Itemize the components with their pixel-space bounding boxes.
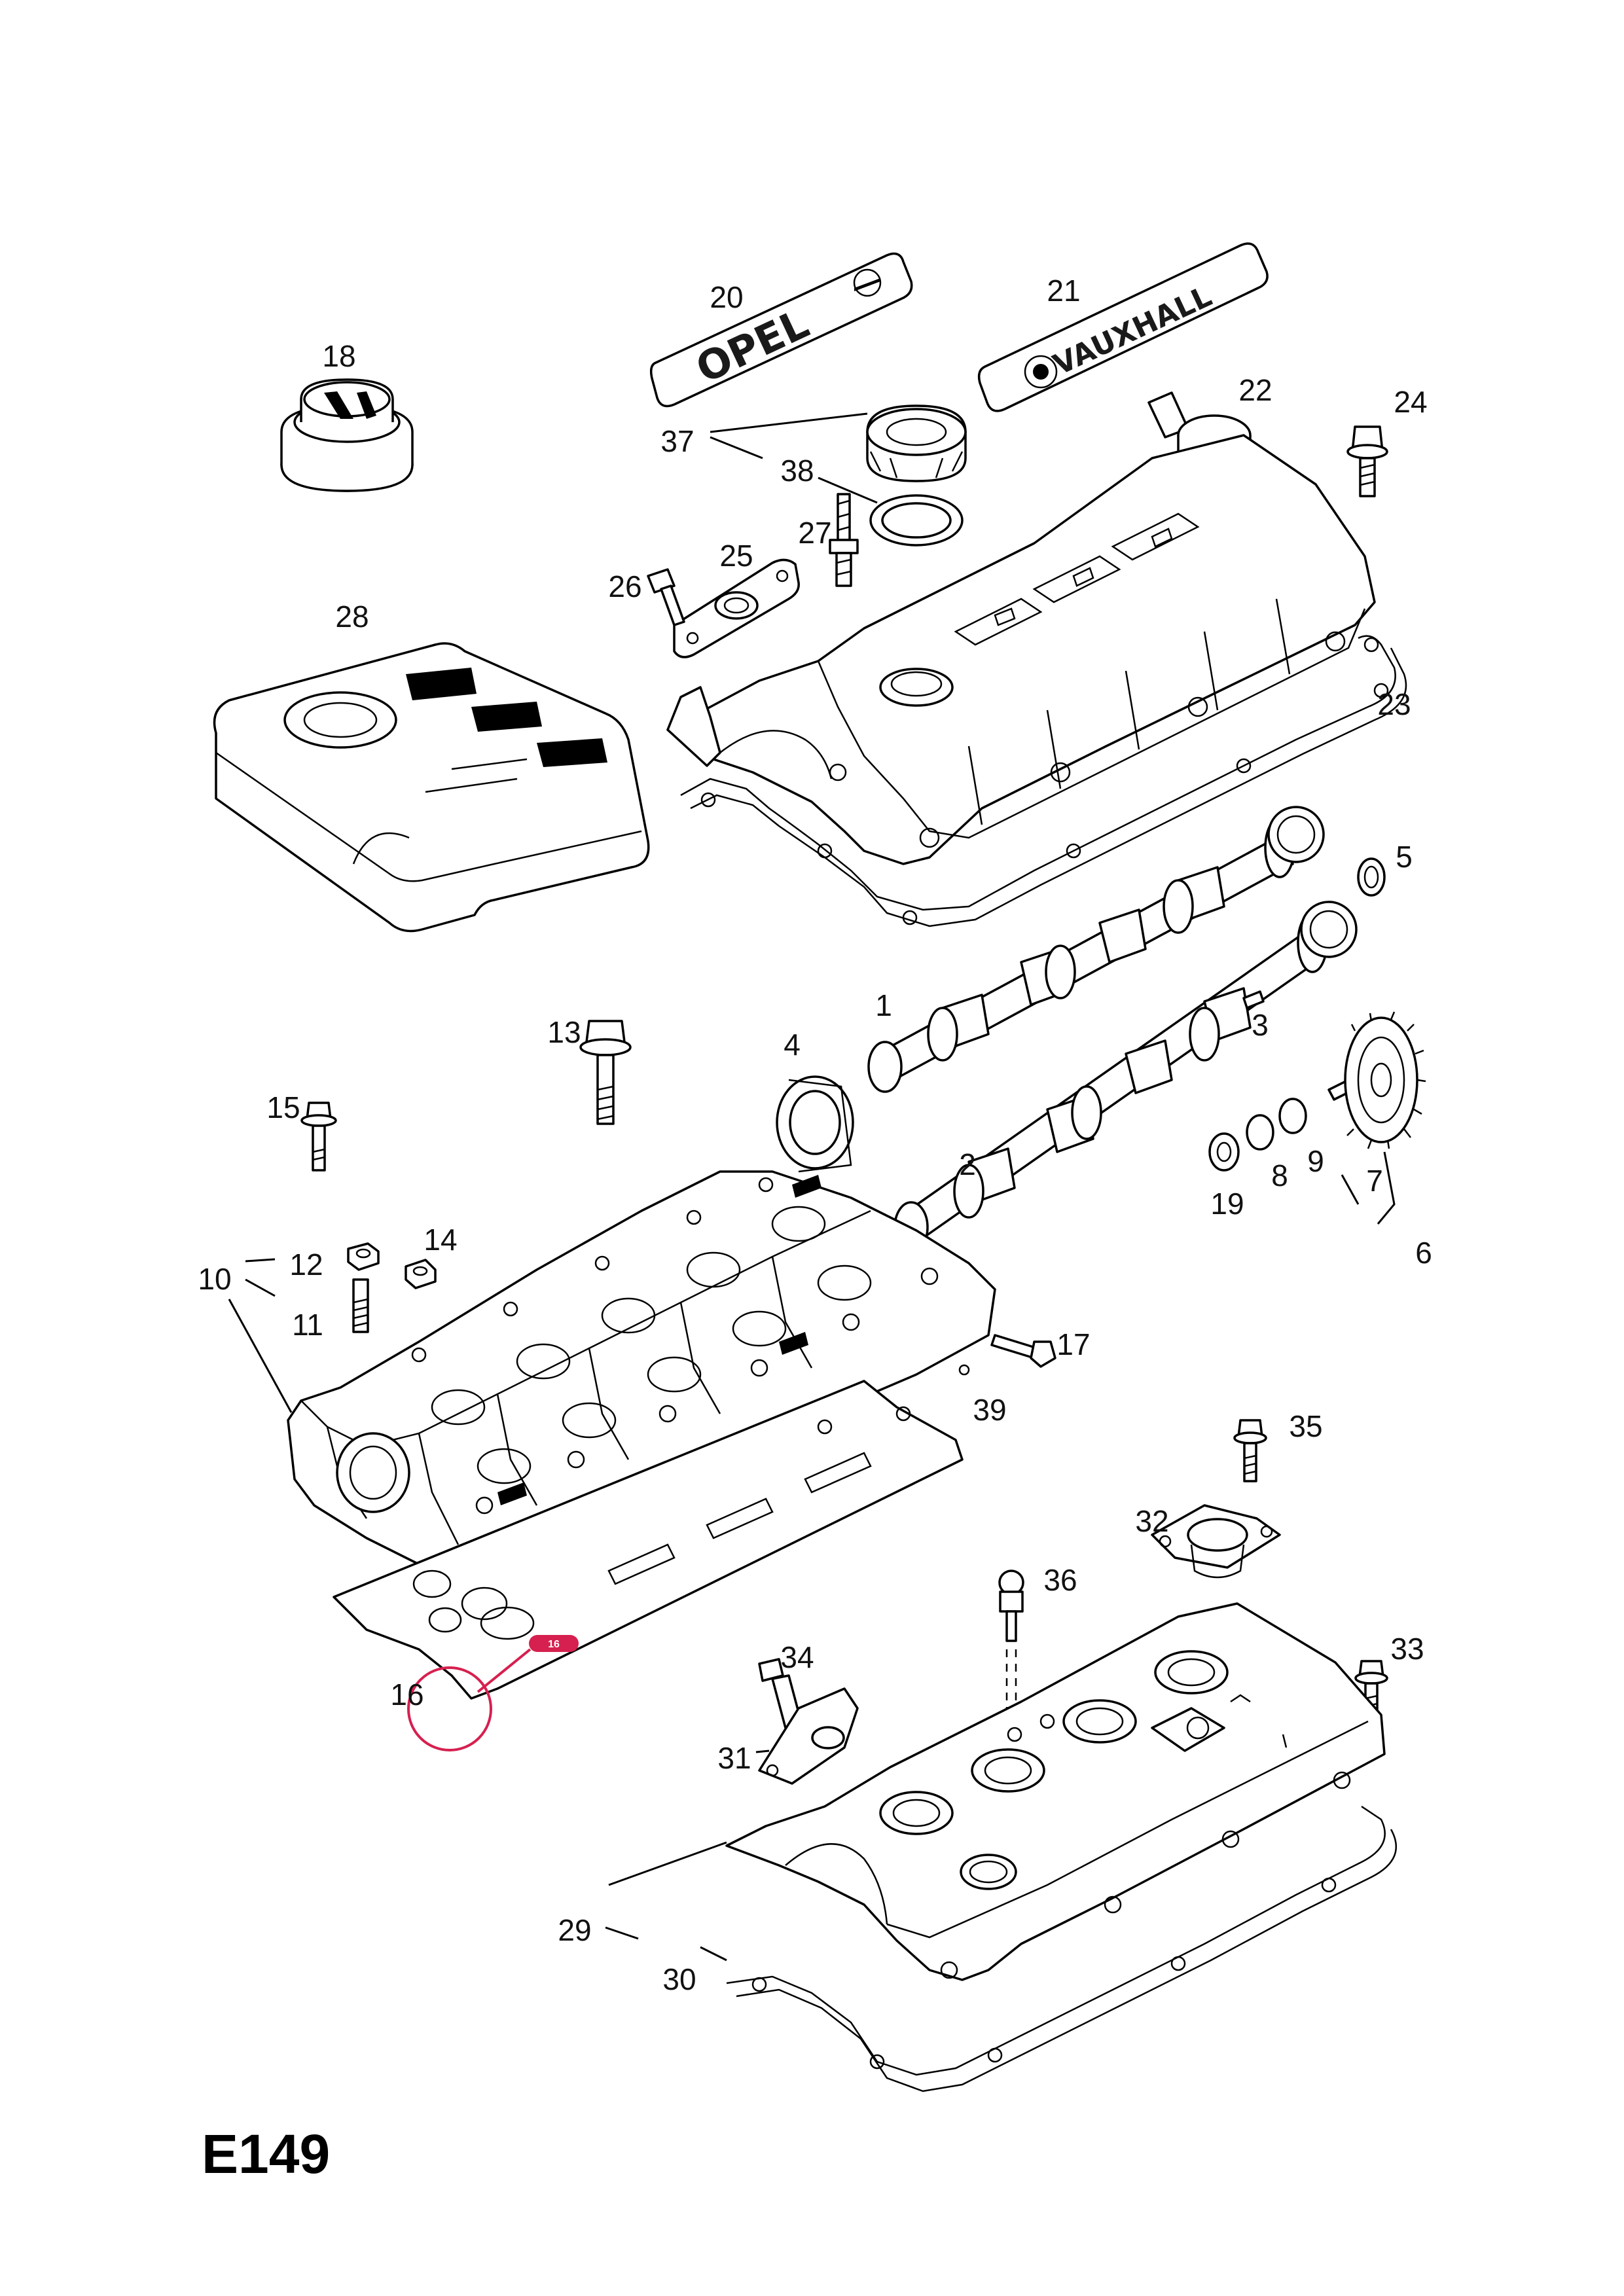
label-35: 35 — [1289, 1409, 1322, 1443]
label-11: 11 — [292, 1308, 323, 1342]
label-4: 4 — [784, 1028, 801, 1062]
label-31: 31 — [717, 1741, 751, 1775]
label-20: 20 — [710, 280, 743, 314]
label-37: 37 — [660, 424, 694, 458]
label-23: 23 — [1377, 687, 1411, 721]
part-17-bolt — [990, 1334, 1056, 1368]
label-15: 15 — [266, 1090, 300, 1124]
label-34: 34 — [780, 1640, 814, 1674]
label-6: 6 — [1415, 1236, 1432, 1270]
part-11-stud — [352, 1278, 369, 1333]
label-7: 7 — [1366, 1164, 1383, 1198]
label-39: 39 — [973, 1393, 1006, 1427]
part-31-housing — [758, 1687, 859, 1785]
part-5-ring — [1357, 857, 1386, 897]
part-37-oil-cap — [866, 404, 967, 482]
label-38: 38 — [780, 454, 814, 488]
label-17: 17 — [1056, 1327, 1090, 1361]
label-19: 19 — [1210, 1187, 1244, 1221]
part-8-shim — [1246, 1114, 1274, 1151]
label-26: 26 — [608, 569, 641, 603]
part-27-stud — [829, 493, 859, 587]
part-18-filler-neck — [280, 378, 414, 492]
vauxhall-griffin-icon — [1024, 355, 1058, 389]
part-1-camshaft-upper — [867, 806, 1325, 1093]
label-16: 16 — [390, 1677, 424, 1712]
label-18: 18 — [322, 339, 355, 373]
part-2-camshaft-lower — [893, 901, 1358, 1253]
leader-lines — [228, 412, 1396, 1962]
label-10: 10 — [198, 1262, 231, 1296]
highlight-badge-text: 16 — [548, 1639, 560, 1650]
part-26-bolt — [647, 568, 685, 626]
part-15-bolt — [300, 1102, 337, 1172]
label-5: 5 — [1396, 840, 1413, 874]
label-29: 29 — [558, 1913, 591, 1947]
label-27: 27 — [798, 516, 831, 550]
diagram-code: E149 — [202, 2123, 330, 2185]
part-4-seal — [776, 1075, 854, 1173]
opel-logo-icon — [853, 268, 882, 297]
opel-badge-text: OPEL — [689, 300, 816, 393]
label-12: 12 — [289, 1247, 323, 1282]
callout-labels: 1 2 3 4 5 6 7 8 9 10 11 12 13 14 15 16 1… — [198, 274, 1432, 1996]
part-13-head-bolt — [579, 1020, 632, 1125]
label-13: 13 — [547, 1015, 581, 1049]
part-14-nut — [405, 1259, 437, 1289]
part-3-pin — [1242, 990, 1265, 1009]
part-12-nut — [347, 1242, 380, 1271]
label-1: 1 — [875, 988, 892, 1022]
label-3: 3 — [1252, 1008, 1269, 1042]
label-22: 22 — [1238, 373, 1272, 407]
part-9-shim — [1278, 1098, 1307, 1134]
part-16-highlight[interactable]: 16 — [407, 1635, 579, 1751]
label-28: 28 — [335, 600, 369, 634]
label-2: 2 — [959, 1147, 976, 1181]
label-30: 30 — [662, 1962, 696, 1996]
part-6-cam-sprocket — [1344, 1011, 1426, 1149]
part-23-cam-cover-gasket — [680, 635, 1407, 927]
part-21-vauxhall-badge: VAUXHALL — [977, 242, 1269, 412]
part-19-washer — [1208, 1132, 1240, 1172]
part-20-opel-badge: OPEL — [649, 252, 913, 408]
part-32-thermostat-housing — [1151, 1504, 1281, 1579]
label-9: 9 — [1307, 1144, 1324, 1178]
part-38-oil-cap-seal — [869, 494, 964, 547]
part-28-engine-cover — [213, 642, 650, 933]
part-29-lower-cover — [725, 1602, 1386, 1981]
part-35-bolt — [1233, 1419, 1267, 1482]
part-16-head-gasket — [333, 1380, 964, 1700]
label-8: 8 — [1271, 1158, 1288, 1193]
label-32: 32 — [1135, 1504, 1168, 1538]
part-24-bolt — [1346, 425, 1388, 497]
label-36: 36 — [1043, 1563, 1077, 1597]
part-25-cover-plate — [673, 558, 800, 658]
label-25: 25 — [719, 539, 753, 573]
label-21: 21 — [1047, 274, 1080, 308]
label-24: 24 — [1394, 385, 1427, 419]
label-14: 14 — [424, 1223, 457, 1257]
part-30-lower-gasket — [726, 1805, 1397, 2092]
part-39-dowel — [958, 1364, 970, 1376]
part-cam-cover-upper — [666, 434, 1376, 865]
label-33: 33 — [1390, 1632, 1424, 1666]
